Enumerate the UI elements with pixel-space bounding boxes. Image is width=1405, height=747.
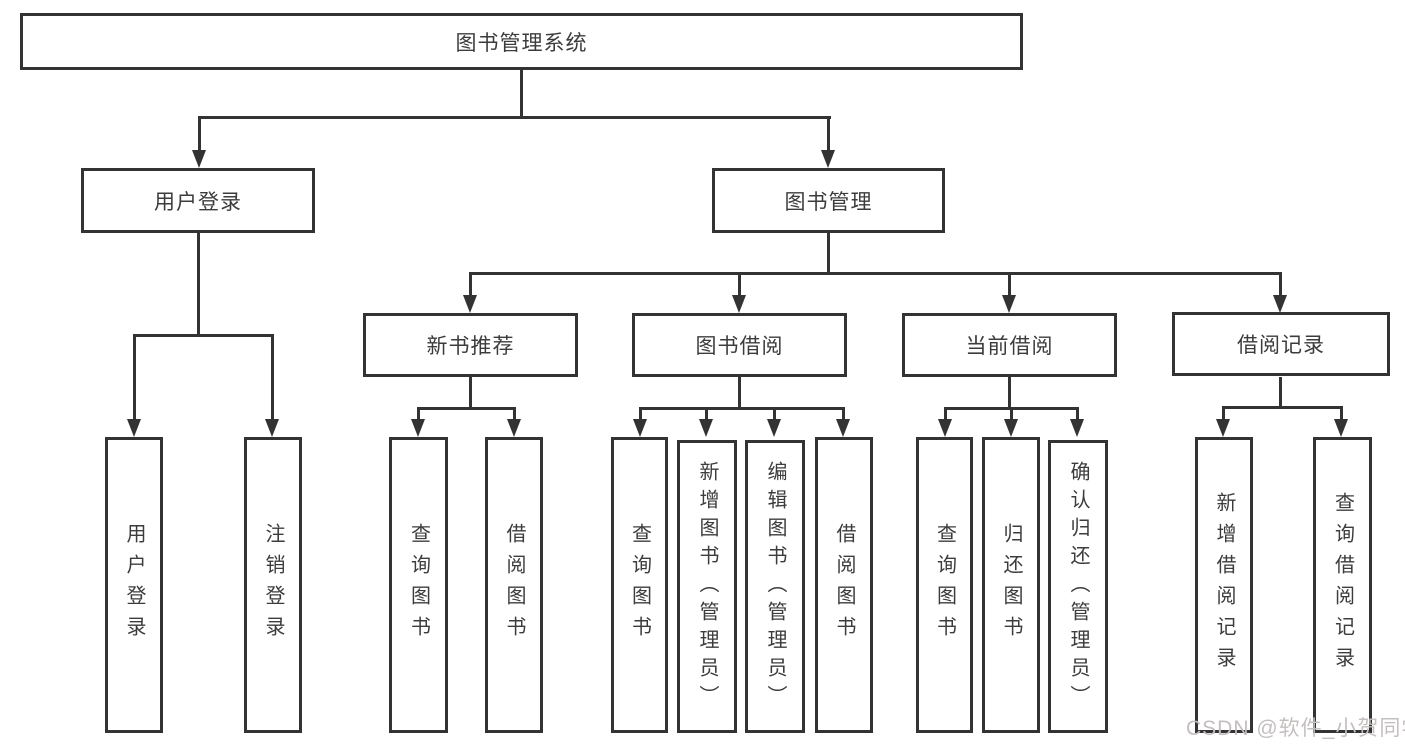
connector-root-stem <box>520 69 523 118</box>
connector-shaft-br-query <box>1340 406 1343 421</box>
arrowhead-bb-edit <box>767 419 781 437</box>
arrowhead-leaf-login <box>127 419 141 437</box>
arrowhead-bb-query <box>633 419 647 437</box>
leaf-label: 新增图书（管理员） <box>696 460 718 713</box>
leaf-label: 注销登录 <box>262 523 284 647</box>
node-book-borrow: 图书借阅 <box>632 313 847 377</box>
node-book-management: 图书管理 <box>712 168 945 233</box>
node-user-login: 用户登录 <box>81 168 315 233</box>
connector-shaft-cb-return <box>1010 407 1013 421</box>
connector-current-stem <box>1008 377 1011 410</box>
connector-shaft-nb-borrow <box>513 407 516 421</box>
connector-shaft-bb-edit <box>773 407 776 421</box>
connector-login-stem <box>197 233 200 337</box>
leaf-label: 借阅图书 <box>833 523 855 647</box>
connector-shaft-current <box>1008 272 1011 298</box>
arrowhead-bookborrow <box>732 295 746 313</box>
connector-bookborrow-stem <box>738 377 741 410</box>
connector-shaft-leaf-login <box>133 334 136 421</box>
leaf-cb-query-books: 查询图书 <box>916 437 973 733</box>
node-root-system: 图书管理系统 <box>20 13 1023 70</box>
arrowhead-book-mgmt <box>821 150 835 168</box>
connector-shaft-bb-add <box>705 407 708 421</box>
connector-newbooks-stem <box>469 377 472 410</box>
leaf-label: 查询图书 <box>933 523 956 647</box>
connector-shaft-bb-borrow <box>842 407 845 421</box>
arrowhead-records <box>1273 295 1287 313</box>
arrowhead-nb-borrow <box>507 419 521 437</box>
leaf-cb-confirm-return-admin: 确认归还（管理员） <box>1048 440 1108 733</box>
arrowhead-cb-query <box>938 419 952 437</box>
arrowhead-br-add <box>1216 419 1230 437</box>
leaf-bb-add-books-admin: 新增图书（管理员） <box>677 440 737 733</box>
node-borrow-records: 借阅记录 <box>1172 312 1390 376</box>
leaf-nb-query-books: 查询图书 <box>389 437 448 733</box>
connector-shaft-book-mgmt <box>827 116 830 152</box>
leaf-label: 确认归还（管理员） <box>1067 460 1089 713</box>
connector-records-bus <box>1222 406 1343 409</box>
leaf-label: 查询图书 <box>407 523 430 647</box>
arrowhead-bb-borrow <box>836 419 850 437</box>
leaf-bb-borrow-books: 借阅图书 <box>815 437 873 733</box>
arrowhead-user-login <box>192 150 206 168</box>
arrowhead-nb-query <box>411 419 425 437</box>
leaf-label: 归还图书 <box>1000 523 1022 647</box>
leaf-user-login: 用户登录 <box>105 437 163 733</box>
connector-records-stem <box>1279 377 1282 409</box>
watermark-text: CSDN @软件_小贺同学 <box>1186 717 1405 740</box>
arrowhead-br-query <box>1334 419 1348 437</box>
connector-shaft-cb-confirm <box>1076 407 1079 421</box>
node-current-borrow: 当前借阅 <box>902 313 1117 377</box>
connector-shaft-leaf-logout <box>271 334 274 421</box>
connector-level3-bus <box>469 272 1282 275</box>
leaf-label: 查询图书 <box>628 523 651 647</box>
leaf-nb-borrow-books: 借阅图书 <box>485 437 543 733</box>
connector-shaft-records <box>1279 272 1282 298</box>
connector-newbooks-bus <box>417 407 516 410</box>
leaf-label: 编辑图书（管理员） <box>764 460 786 713</box>
connector-level2-bus <box>198 116 831 119</box>
connector-bookborrow-bus <box>639 407 845 410</box>
connector-shaft-nb-query <box>417 407 420 421</box>
leaf-br-query-record: 查询借阅记录 <box>1313 437 1372 733</box>
connector-shaft-cb-query <box>944 407 947 421</box>
arrowhead-newbooks <box>463 295 477 313</box>
leaf-label: 借阅图书 <box>503 523 525 647</box>
leaf-bb-edit-books-admin: 编辑图书（管理员） <box>745 440 805 733</box>
arrowhead-cb-confirm <box>1070 419 1084 437</box>
leaf-label: 新增借阅记录 <box>1213 492 1235 678</box>
leaf-logout: 注销登录 <box>244 437 302 733</box>
connector-shaft-br-add <box>1222 406 1225 421</box>
arrowhead-current <box>1002 295 1016 313</box>
connector-shaft-newbooks <box>469 272 472 298</box>
leaf-label: 用户登录 <box>123 523 145 647</box>
leaf-bb-query-books: 查询图书 <box>611 437 668 733</box>
leaf-label: 查询借阅记录 <box>1331 492 1354 678</box>
connector-shaft-bookborrow <box>738 272 741 298</box>
arrowhead-bb-add <box>699 419 713 437</box>
connector-shaft-bb-query <box>639 407 642 421</box>
leaf-cb-return-books: 归还图书 <box>982 437 1040 733</box>
connector-shaft-user-login <box>198 116 201 152</box>
connector-login-bus <box>133 334 274 337</box>
connector-mgmt-stem <box>827 233 830 275</box>
arrowhead-cb-return <box>1004 419 1018 437</box>
node-new-book-recommend: 新书推荐 <box>363 313 578 377</box>
arrowhead-leaf-logout <box>265 419 279 437</box>
leaf-br-add-record: 新增借阅记录 <box>1195 437 1253 733</box>
